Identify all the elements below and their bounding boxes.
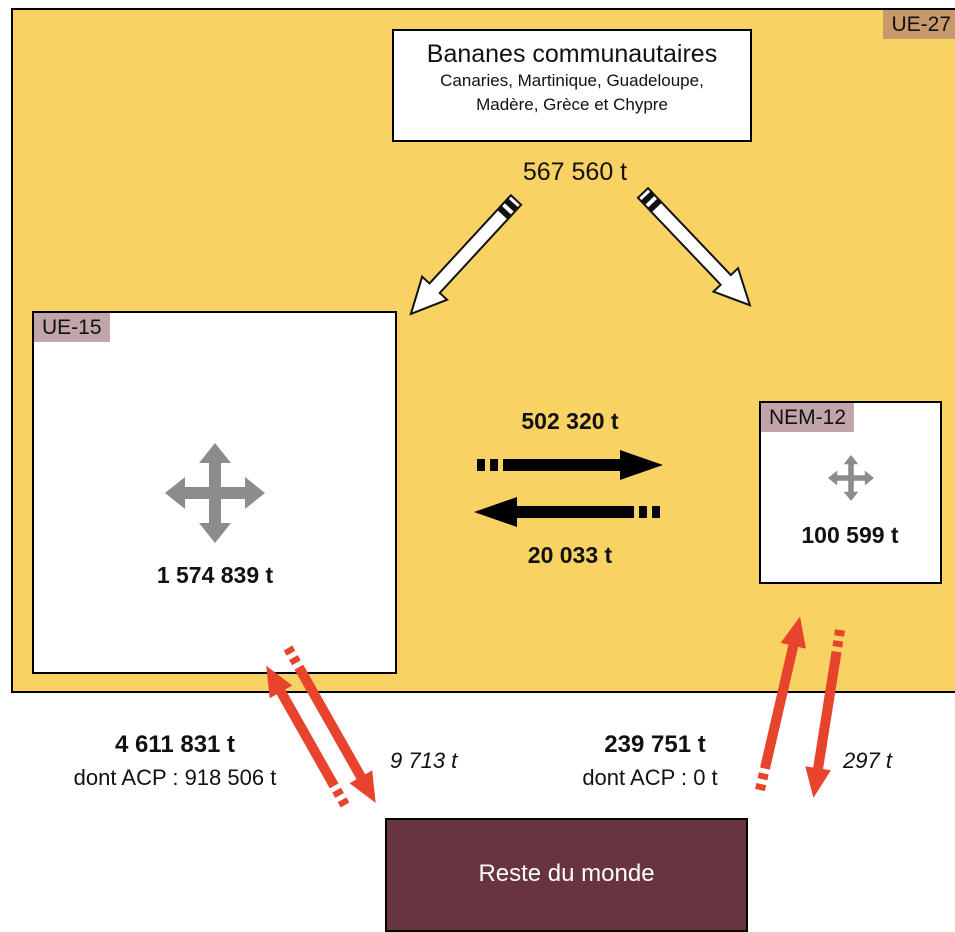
community-bananas-title: Bananes communautaires [426,40,718,68]
community-to-nem12-arrow [636,186,752,307]
flow-world-to-nem12-label: 239 751 t [604,731,706,758]
flow-world-to-ue15-label: 4 611 831 t [114,731,236,758]
nem12-label: NEM-12 [761,403,855,433]
rest-of-world-box: Reste du monde [385,818,748,932]
world-to-ue15-arrow [266,665,350,808]
rest-of-world-label: Reste du monde [478,860,655,887]
ue15-move-icon [165,443,265,543]
flow-world-to-ue15-acp: dont ACP : 918 506 t [73,765,277,790]
nem12-internal-volume: 100 599 t [801,522,899,548]
nem12-box: NEM-12 [759,401,942,584]
nem12-to-world-arrow [805,629,845,798]
flow-ue15-to-world-label: 9 713 t [390,748,458,773]
flow-nem12-to-world-label: 297 t [843,748,892,773]
community-bananas-volume: 567 560 t [522,158,628,186]
ue15-to-world-arrow [283,645,376,803]
nem12-to-ue15-arrow [474,497,660,527]
flow-nem12-to-ue15-label: 20 033 t [527,542,613,568]
ue15-label: UE-15 [34,313,110,343]
ue15-to-nem12-arrow [477,450,663,480]
ue15-internal-volume: 1 574 839 t [156,562,274,588]
community-bananas-box: Bananes communautaires Canaries, Martini… [392,29,752,142]
flow-ue15-to-nem12-label: 502 320 t [521,408,619,434]
nem12-move-icon [828,455,874,501]
flow-world-to-nem12-acp: dont ACP : 0 t [582,765,718,790]
community-bananas-origins-line2: Madère, Grèce et Chypre [476,95,668,114]
community-bananas-origins-line1: Canaries, Martinique, Guadeloupe, [440,71,704,90]
world-to-nem12-arrow [755,616,806,792]
ue27-label: UE-27 [883,10,955,40]
community-to-ue15-arrow [409,193,523,316]
